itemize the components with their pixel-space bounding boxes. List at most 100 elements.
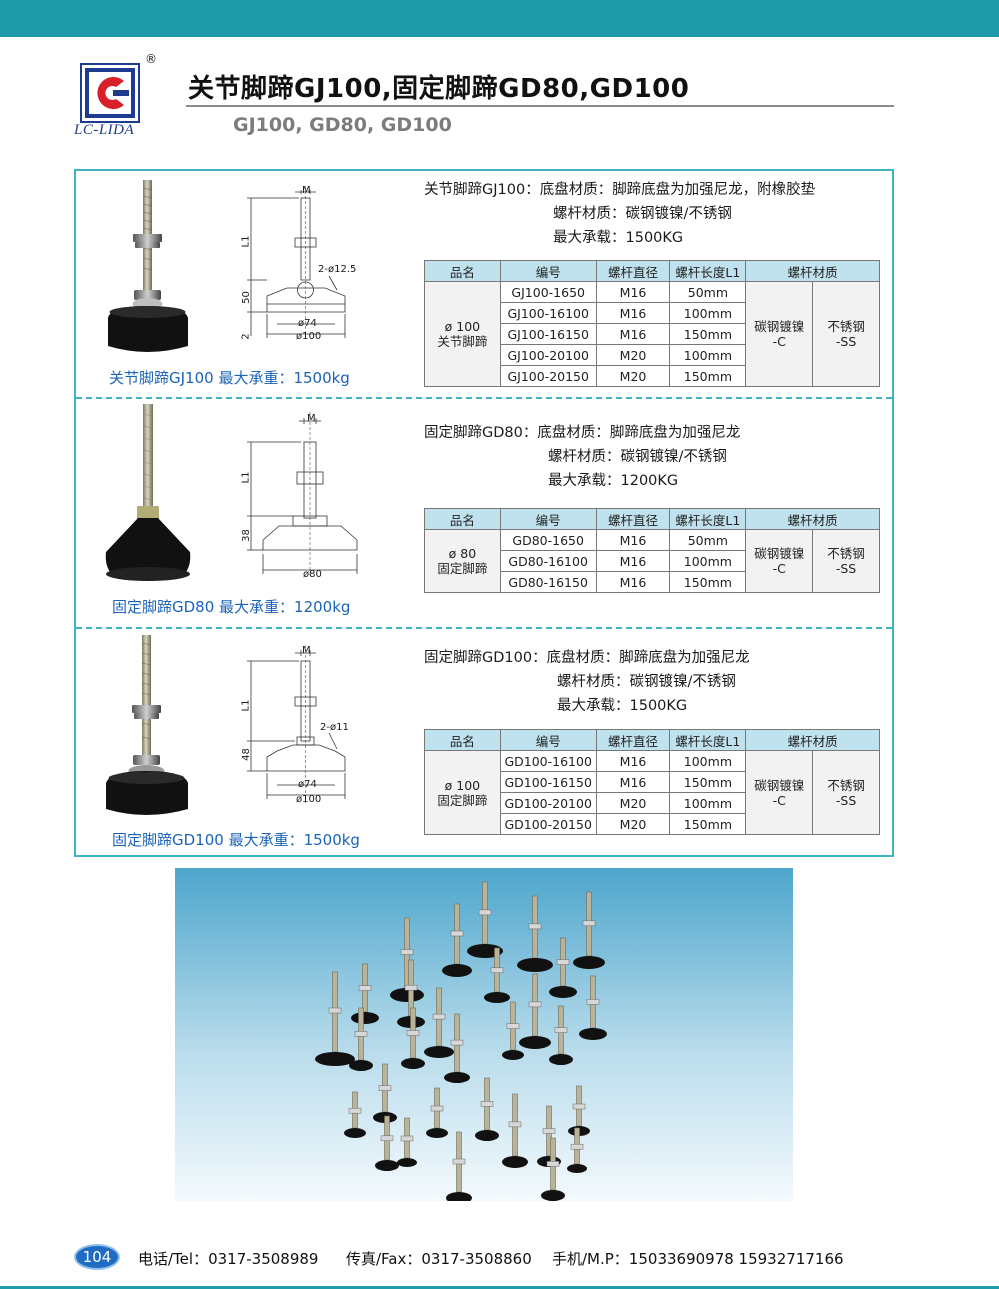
col-header-material: 螺杆材质 [745, 508, 880, 530]
gj100-dim-hole: 2-ø12.5 [318, 264, 357, 275]
col-header-product: 品名 [424, 260, 501, 282]
gd100-desc-line: 最大承载：1500KG [557, 698, 688, 714]
code-cell: GJ100-16100 [499, 302, 597, 324]
col-header-diameter: 螺杆直径 [595, 260, 671, 282]
col-header-length: 螺杆长度L1 [669, 260, 747, 282]
length-cell: 150mm [669, 365, 747, 387]
code-cell: GD100-16150 [499, 771, 597, 793]
diameter-cell: M16 [595, 302, 671, 324]
gd80-dim-m: M [307, 413, 316, 424]
gj100-description: 关节脚蹄GJ100：底盘材质：脚蹄底盘为加强尼龙，附橡胶垫 螺杆材质：碳钢镀镍/… [424, 178, 815, 250]
col-header-code: 编号 [499, 729, 597, 751]
code-cell: GJ100-20100 [499, 344, 597, 366]
gd100-desc-line: 螺杆材质：碳钢镀镍/不锈钢 [557, 674, 736, 690]
diameter-cell: M16 [595, 323, 671, 345]
table-row: GJ100-20150 M20 150mm [425, 365, 880, 387]
gd100-dim-hole: 2-ø11 [320, 722, 349, 733]
table-row: GD100-16150 M16 150mm [425, 771, 880, 793]
col-header-product: 品名 [424, 729, 501, 751]
page-subtitle: GJ100, GD80, GD100 [233, 114, 452, 136]
length-cell: 100mm [669, 344, 747, 366]
length-cell: 100mm [669, 302, 747, 324]
material-ss-cell: 不锈钢-SS [812, 281, 880, 387]
material-ss-cell: 不锈钢-SS [812, 750, 880, 835]
table-row: GD100-20100 M20 100mm [425, 792, 880, 814]
lc-lida-logo [80, 63, 140, 123]
code-cell: GD80-16100 [499, 550, 597, 572]
code-cell: GD80-1650 [499, 529, 597, 551]
gd100-dim-h1: 48 [240, 748, 252, 761]
length-cell: 100mm [669, 550, 747, 572]
length-cell: 150mm [669, 771, 747, 793]
title-rule [186, 105, 894, 107]
gd80-product-photo [105, 404, 191, 581]
material-ss-cell: 不锈钢-SS [812, 529, 880, 593]
gj100-dim-h1: 50 [240, 291, 252, 304]
gd80-dim-h1: 38 [240, 529, 252, 542]
bottom-accent-bar [0, 1286, 999, 1289]
diameter-cell: M20 [595, 792, 671, 814]
length-cell: 50mm [669, 281, 747, 303]
gj100-dim-h2: 2 [240, 333, 252, 340]
diameter-cell: M16 [595, 771, 671, 793]
gd100-dimension-drawing [247, 645, 346, 803]
gd80-description: 固定脚蹄GD80：底盘材质：脚蹄底盘为加强尼龙 螺杆材质：碳钢镀镍/不锈钢 最大… [424, 421, 740, 493]
gd100-dim-m: M [302, 645, 311, 656]
section-divider [76, 397, 892, 399]
gd80-desc-line: 固定脚蹄GD80：底盘材质：脚蹄底盘为加强尼龙 [424, 425, 741, 441]
gd80-dim-l1: L1 [240, 471, 252, 484]
code-cell: GD100-20100 [499, 792, 597, 814]
gd80-dim-d-outer: ø80 [303, 569, 322, 580]
gj100-dim-d-outer: ø100 [296, 331, 322, 342]
gj100-desc-line: 最大承载：1500KG [553, 230, 684, 246]
table-row: GJ100-16150 M16 150mm [425, 323, 880, 345]
top-accent-bar [0, 0, 999, 37]
gd80-caption: 固定脚蹄GD80 最大承重：1200kg [112, 598, 351, 616]
col-header-diameter: 螺杆直径 [595, 729, 671, 751]
gd100-caption: 固定脚蹄GD100 最大承重：1500kg [112, 831, 360, 849]
gj100-desc-line: 关节脚蹄GJ100：底盘材质：脚蹄底盘为加强尼龙，附橡胶垫 [424, 182, 816, 198]
contact-mobile: 手机/M.P：15033690978 15932717166 [552, 1250, 844, 1268]
diameter-cell: M20 [595, 813, 671, 835]
gj100-dim-m: M [302, 185, 311, 196]
col-header-length: 螺杆长度L1 [669, 508, 747, 530]
col-header-code: 编号 [499, 260, 597, 282]
material-c-cell: 碳钢镀镍-C [745, 750, 814, 835]
diameter-cell: M20 [595, 344, 671, 366]
length-cell: 150mm [669, 323, 747, 345]
col-header-material: 螺杆材质 [745, 260, 880, 282]
diameter-cell: M16 [595, 550, 671, 572]
gd80-desc-line: 螺杆材质：碳钢镀镍/不锈钢 [548, 449, 727, 465]
product-group-photo [175, 868, 793, 1201]
length-cell: 100mm [669, 750, 747, 772]
col-header-product: 品名 [424, 508, 501, 530]
gd100-desc-line: 固定脚蹄GD100：底盘材质：脚蹄底盘为加强尼龙 [424, 650, 750, 666]
section-divider [76, 627, 892, 629]
col-header-code: 编号 [499, 508, 597, 530]
gj100-dim-l1: L1 [240, 235, 252, 248]
gd100-description: 固定脚蹄GD100：底盘材质：脚蹄底盘为加强尼龙 螺杆材质：碳钢镀镍/不锈钢 最… [424, 646, 750, 718]
diameter-cell: M20 [595, 365, 671, 387]
gj100-dim-d-inner: ø74 [298, 318, 317, 329]
gd100-dim-d-inner: ø74 [298, 779, 317, 790]
diameter-cell: M16 [595, 750, 671, 772]
code-cell: GJ100-20150 [499, 365, 597, 387]
registered-mark: ® [145, 52, 157, 66]
length-cell: 50mm [669, 529, 747, 551]
code-cell: GD100-16100 [499, 750, 597, 772]
table-row: GD80-16150 M16 150mm [425, 571, 880, 593]
diameter-cell: M16 [595, 281, 671, 303]
code-cell: GD80-16150 [499, 571, 597, 593]
contact-tel: 电话/Tel：0317-3508989 [138, 1250, 319, 1268]
diameter-cell: M16 [595, 529, 671, 551]
table-row: GD100-20150 M20 150mm [425, 813, 880, 835]
length-cell: 150mm [669, 571, 747, 593]
page-title: 关节脚蹄GJ100,固定脚蹄GD80,GD100 [188, 74, 690, 104]
